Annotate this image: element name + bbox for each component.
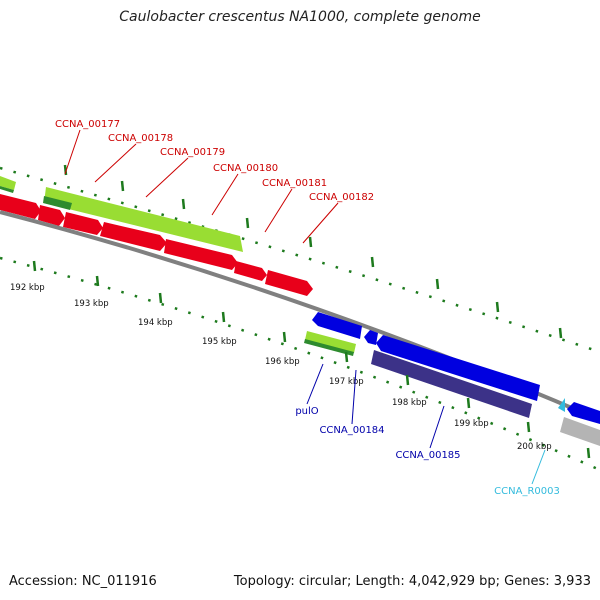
gene-label[interactable]: CCNA_00179: [160, 147, 225, 158]
major-tick: [370, 256, 375, 268]
scale-label: 200 kbp: [517, 442, 552, 452]
leader-lines: [64, 129, 546, 485]
gene-label[interactable]: CCNA_R0003: [494, 486, 560, 497]
leader-line: [302, 202, 339, 244]
gene-ccna-00182-b[interactable]: [265, 270, 313, 296]
scale-label: 193 kbp: [74, 299, 109, 309]
scale-label: 192 kbp: [10, 283, 45, 293]
major-tick: [308, 236, 313, 248]
gene-label[interactable]: CCNA_00184: [319, 425, 384, 436]
major-tick: [181, 198, 186, 210]
gene-ccna-00180[interactable]: [100, 222, 167, 251]
gene-small-blue[interactable]: [364, 330, 378, 345]
gene-label[interactable]: CCNA_00177: [55, 119, 120, 130]
major-tick: [586, 447, 591, 459]
genome-title: Caulobacter crescentus NA1000, complete …: [119, 9, 481, 25]
major-tick: [344, 351, 349, 363]
major-ticks-outer: [63, 164, 563, 339]
scale-label: 196 kbp: [265, 357, 300, 367]
leader-line: [429, 405, 445, 449]
major-tick: [526, 421, 531, 433]
gene-labels: CCNA_00177CCNA_00178CCNA_00179CCNA_00180…: [55, 119, 560, 497]
accession-label: Accession: NC_011916: [9, 574, 157, 589]
major-tick: [158, 292, 163, 304]
gene-ccna-00179[interactable]: [63, 212, 103, 235]
gene-ccna-00182-a[interactable]: [234, 261, 267, 281]
major-tick: [245, 217, 250, 229]
gene-label[interactable]: CCNA_00178: [108, 133, 173, 144]
scale-labels: 192 kbp 193 kbp 194 kbp 195 kbp 196 kbp 197 k…: [10, 283, 552, 452]
major-tick: [466, 397, 471, 409]
features: [0, 176, 600, 446]
major-tick: [120, 180, 125, 192]
major-tick: [495, 301, 500, 313]
scale-label: 194 kbp: [138, 318, 173, 328]
scale-label: 197 kbp: [329, 377, 364, 387]
gene-ccna-00181[interactable]: [164, 239, 238, 270]
gene-pulo-green[interactable]: [304, 339, 354, 356]
leader-line: [211, 173, 239, 216]
leader-line: [351, 369, 357, 425]
scale-label: 195 kbp: [202, 337, 237, 347]
gene-right-blue[interactable]: [567, 402, 600, 424]
gene-ccna-00185[interactable]: [371, 350, 532, 418]
major-tick: [95, 275, 100, 287]
major-tick: [282, 331, 287, 343]
major-tick: [32, 260, 37, 272]
scale-label: 198 kbp: [392, 398, 427, 408]
tick-ring-outer: [0, 166, 600, 354]
gene-label[interactable]: CCNA_00181: [262, 178, 327, 189]
topology-label: Topology: circular; Length: 4,042,929 bp…: [233, 574, 591, 589]
gene-label[interactable]: CCNA_00182: [309, 192, 374, 203]
gene-ccna-00178[interactable]: [38, 205, 65, 226]
tick-ring-outer-path: [0, 166, 600, 354]
leader-line: [264, 188, 293, 233]
major-tick: [558, 327, 563, 339]
leader-line: [531, 449, 546, 485]
major-tick: [63, 164, 68, 176]
major-tick: [221, 311, 226, 323]
rna-marker-icon[interactable]: [558, 398, 565, 412]
gene-label[interactable]: CCNA_00180: [213, 163, 278, 174]
gene-feature-green-long[interactable]: [43, 196, 72, 210]
major-ticks-inner: [32, 260, 591, 459]
major-tick: [405, 374, 410, 386]
gene-pulo[interactable]: [305, 331, 356, 353]
leader-line: [94, 143, 137, 183]
gene-ccna-00177[interactable]: [0, 194, 41, 219]
gene-feature-lime-long[interactable]: [44, 187, 243, 252]
leader-line: [306, 363, 324, 405]
gene-ccna-00184-blue[interactable]: [376, 335, 540, 401]
leader-line: [145, 157, 189, 198]
major-tick: [435, 278, 440, 290]
gene-ccna-r0003[interactable]: [560, 417, 600, 446]
gene-feature-lime[interactable]: [0, 176, 16, 190]
gene-label[interactable]: CCNA_00185: [395, 450, 460, 461]
gene-pulo-region[interactable]: [312, 312, 362, 339]
leader-line: [64, 129, 81, 175]
gene-label[interactable]: pulO: [295, 406, 318, 417]
gene-feature-green[interactable]: [0, 186, 14, 193]
scale-label: 199 kbp: [454, 419, 489, 429]
